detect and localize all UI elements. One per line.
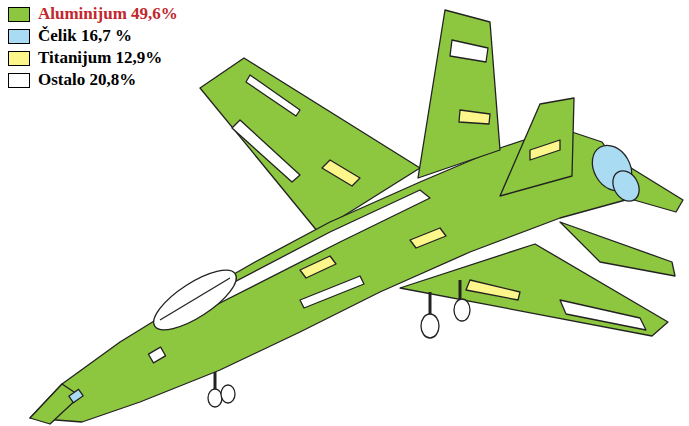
- legend-swatch: [8, 7, 30, 22]
- legend-text: Ostalo 20,8%: [38, 70, 136, 90]
- legend-swatch: [8, 73, 30, 88]
- legend-row: Ostalo 20,8%: [8, 69, 178, 91]
- legend: Aluminijum 49,6%Čelik 16,7 %Titanijum 12…: [8, 3, 178, 91]
- legend-text: Titanijum 12,9%: [38, 48, 162, 68]
- legend-swatch: [8, 51, 30, 66]
- legend-text: Čelik 16,7 %: [38, 26, 132, 46]
- legend-row: Aluminijum 49,6%: [8, 3, 178, 25]
- legend-text: Aluminijum 49,6%: [38, 4, 178, 24]
- legend-row: Titanijum 12,9%: [8, 47, 178, 69]
- legend-row: Čelik 16,7 %: [8, 25, 178, 47]
- legend-swatch: [8, 29, 30, 44]
